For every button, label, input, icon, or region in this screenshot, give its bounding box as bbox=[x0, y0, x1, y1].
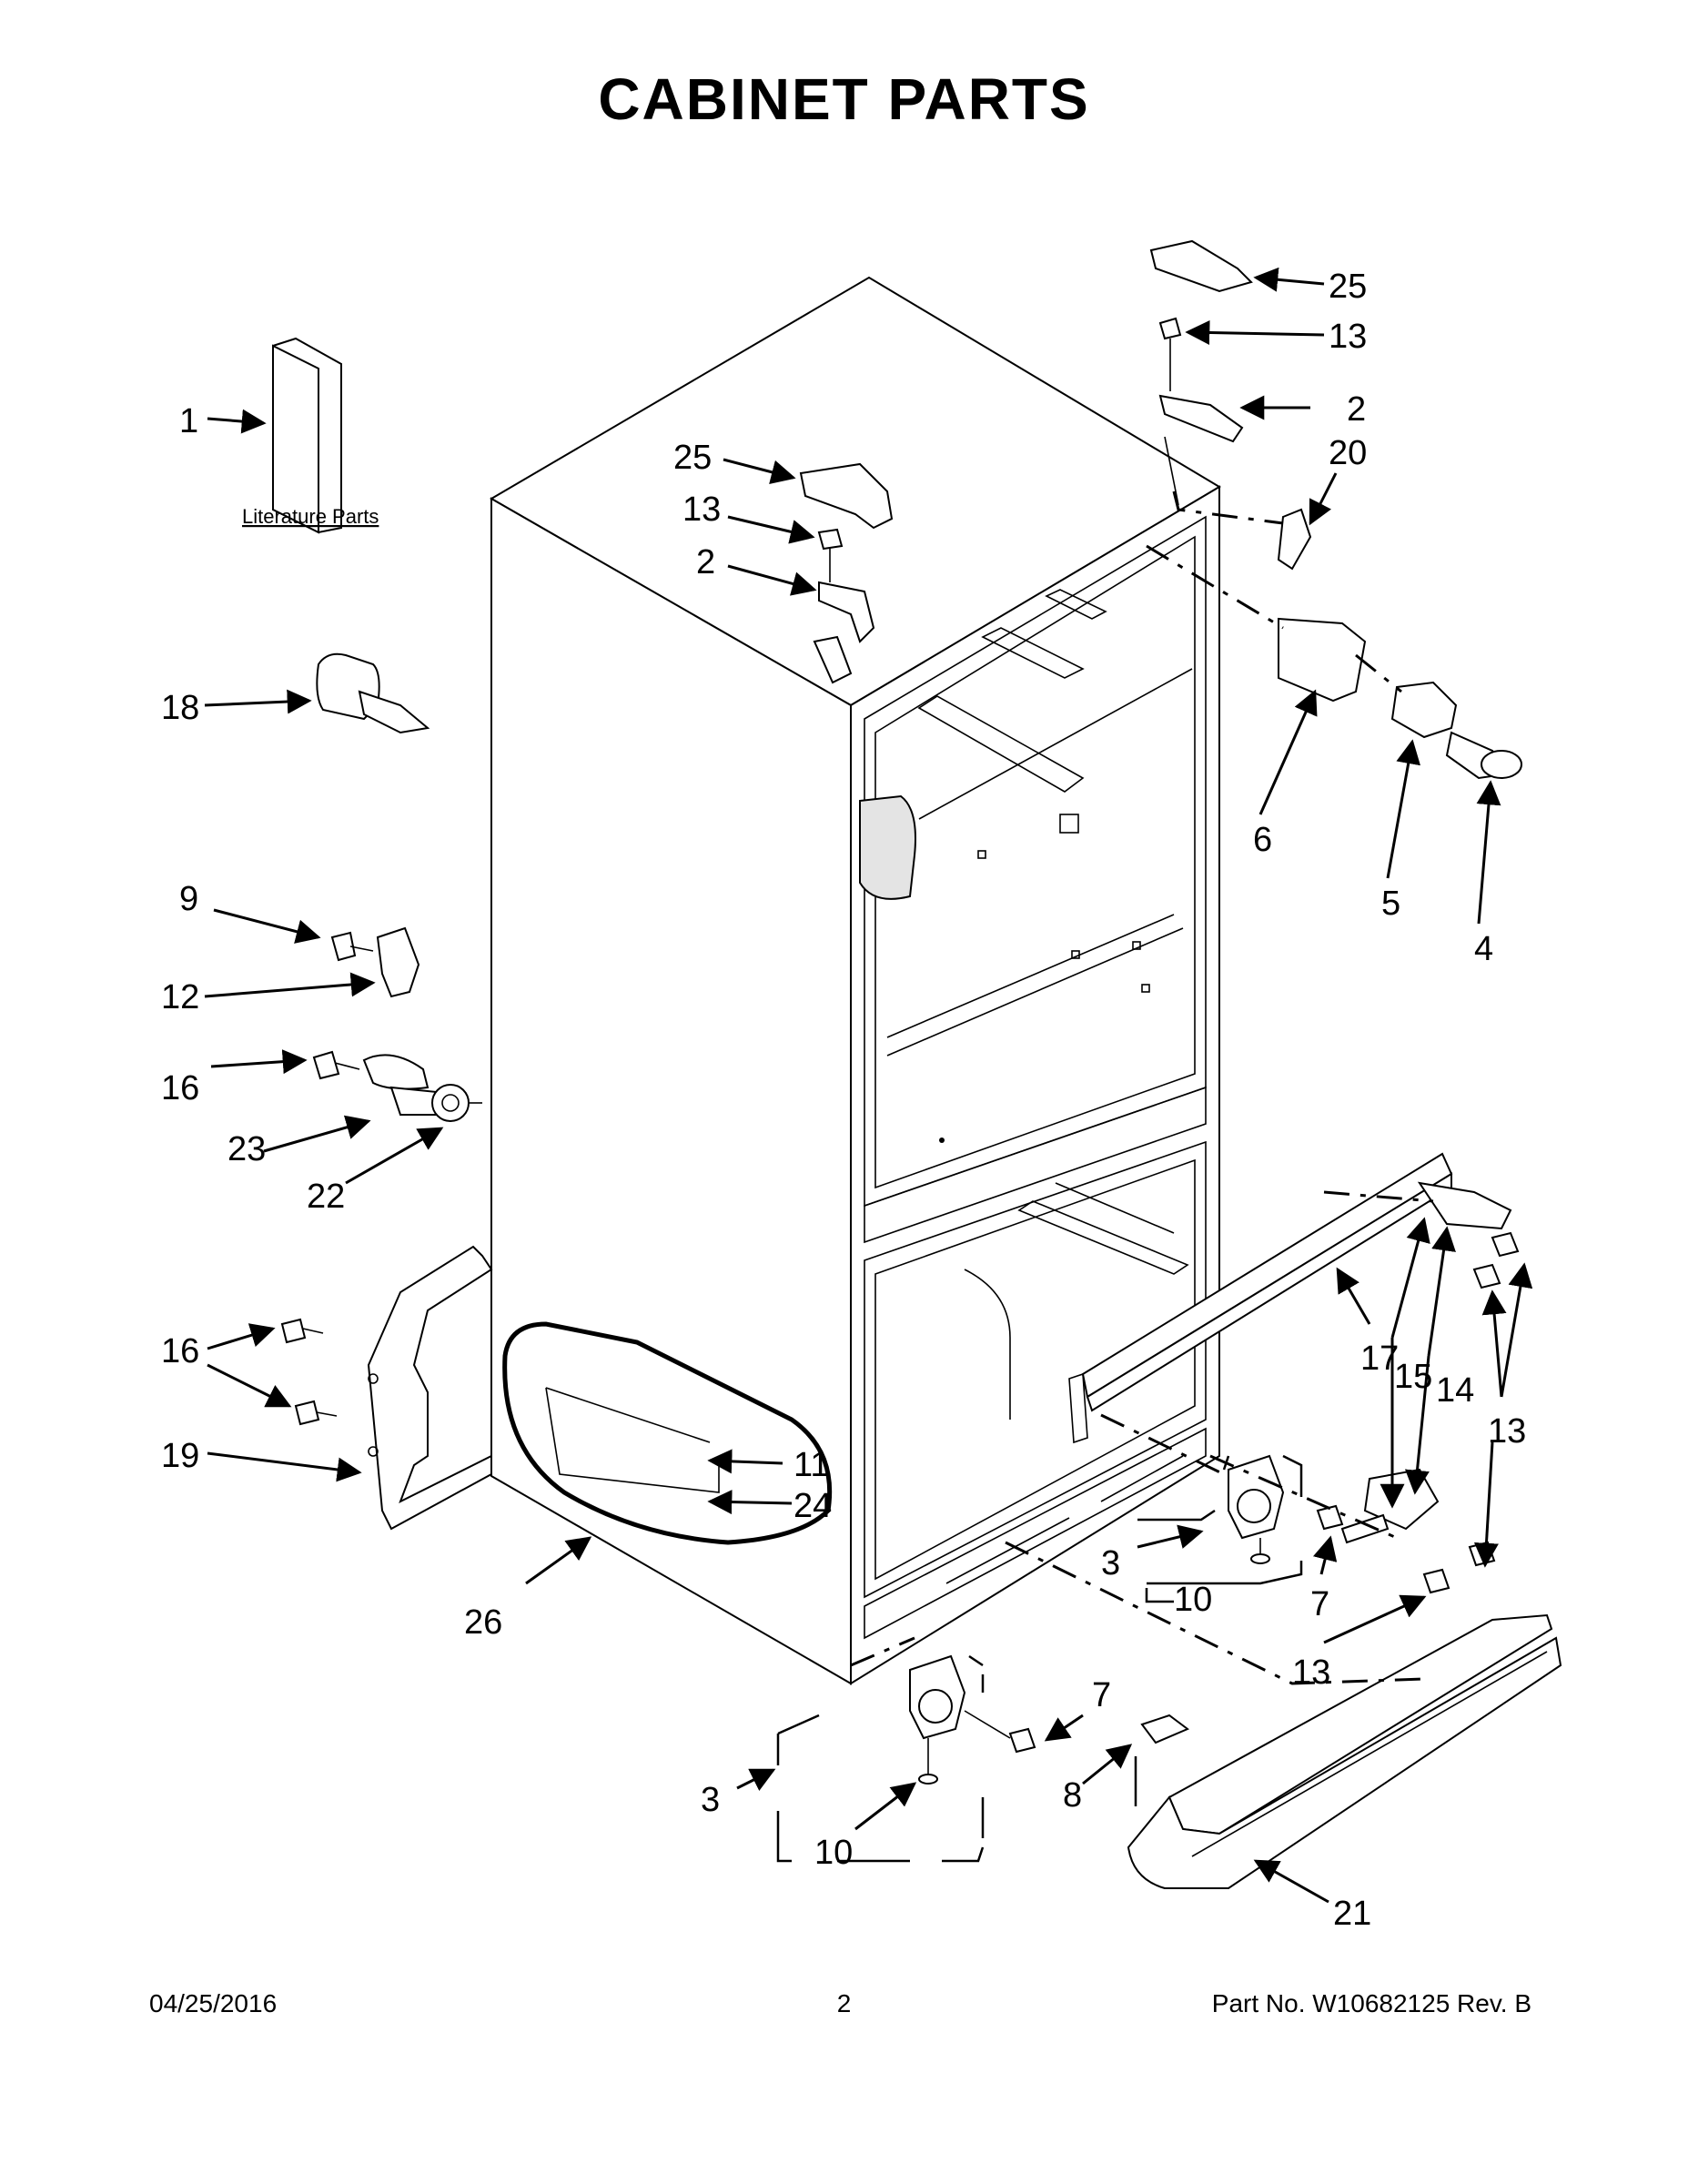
callout-16b: 16 bbox=[161, 1332, 199, 1370]
callout-6: 6 bbox=[1253, 821, 1272, 859]
part-18-water-valve bbox=[204, 652, 430, 734]
callout-13d: 13 bbox=[1292, 1653, 1330, 1692]
callout-12: 12 bbox=[161, 978, 199, 1016]
part-1-literature bbox=[207, 337, 342, 534]
callout-22: 22 bbox=[307, 1178, 345, 1216]
front-right-roller-assembly bbox=[1137, 1454, 1344, 1603]
callout-25a: 25 bbox=[673, 439, 712, 477]
callout-4: 4 bbox=[1474, 930, 1493, 968]
callout-8: 8 bbox=[1063, 1776, 1082, 1815]
callout-11: 11 bbox=[793, 1446, 829, 1484]
footer-page-number: 2 bbox=[836, 1989, 852, 2017]
top-left-hinge-assembly bbox=[723, 458, 894, 684]
callout-3b: 3 bbox=[701, 1781, 720, 1819]
callout-19: 19 bbox=[161, 1437, 199, 1475]
callout-18: 18 bbox=[161, 689, 199, 727]
part-19-rear-bracket bbox=[207, 1245, 493, 1531]
callout-5: 5 bbox=[1381, 885, 1400, 923]
callout-13b: 13 bbox=[1329, 318, 1367, 356]
footer-part-number: Part No. W10682125 Rev. B bbox=[1211, 1989, 1531, 2017]
cross-rail-assembly bbox=[1068, 1152, 1533, 1644]
leaders-misc bbox=[525, 1449, 793, 1585]
callout-9: 9 bbox=[179, 880, 198, 918]
explode-lines bbox=[850, 490, 1434, 1685]
light-housing-assembly bbox=[1258, 617, 1522, 925]
callout-23: 23 bbox=[227, 1130, 266, 1168]
page-title: CABINET PARTS bbox=[598, 66, 1090, 132]
callout-10b: 10 bbox=[814, 1834, 853, 1872]
callout-24: 24 bbox=[793, 1487, 832, 1525]
base-grille-assembly bbox=[1082, 1613, 1562, 1904]
callout-14: 14 bbox=[1436, 1371, 1474, 1410]
callout-13a: 13 bbox=[682, 490, 721, 529]
callout-16a: 16 bbox=[161, 1069, 199, 1107]
literature-parts-label: Literature Parts bbox=[242, 505, 379, 528]
callout-2b: 2 bbox=[1347, 390, 1366, 429]
callout-2a: 2 bbox=[696, 543, 715, 581]
callout-15: 15 bbox=[1394, 1358, 1432, 1396]
footer-date: 04/25/2016 bbox=[149, 1989, 278, 2017]
callout-7a: 7 bbox=[1310, 1585, 1329, 1623]
callout-17: 17 bbox=[1360, 1340, 1399, 1378]
callout-13c: 13 bbox=[1488, 1412, 1526, 1451]
part-9-screw-part-12-bracket bbox=[204, 908, 420, 998]
front-left-roller-assembly bbox=[736, 1654, 1084, 1863]
top-right-hinge-assembly bbox=[1149, 239, 1338, 571]
callout-3a: 3 bbox=[1101, 1544, 1120, 1582]
callout-1: 1 bbox=[179, 402, 198, 440]
callout-10a: 10 bbox=[1174, 1581, 1212, 1619]
callout-21: 21 bbox=[1333, 1895, 1371, 1933]
callout-7b: 7 bbox=[1092, 1676, 1111, 1714]
cabinet-label-and-tape bbox=[502, 1321, 833, 1545]
callout-25b: 25 bbox=[1329, 268, 1367, 306]
part-16-screw-23-bracket-22-roller bbox=[210, 1049, 482, 1185]
callout-20: 20 bbox=[1329, 434, 1367, 472]
callout-labels: 1 Literature Parts 18 9 12 16 23 22 16 1… bbox=[161, 268, 1526, 1933]
callout-26: 26 bbox=[464, 1603, 502, 1642]
